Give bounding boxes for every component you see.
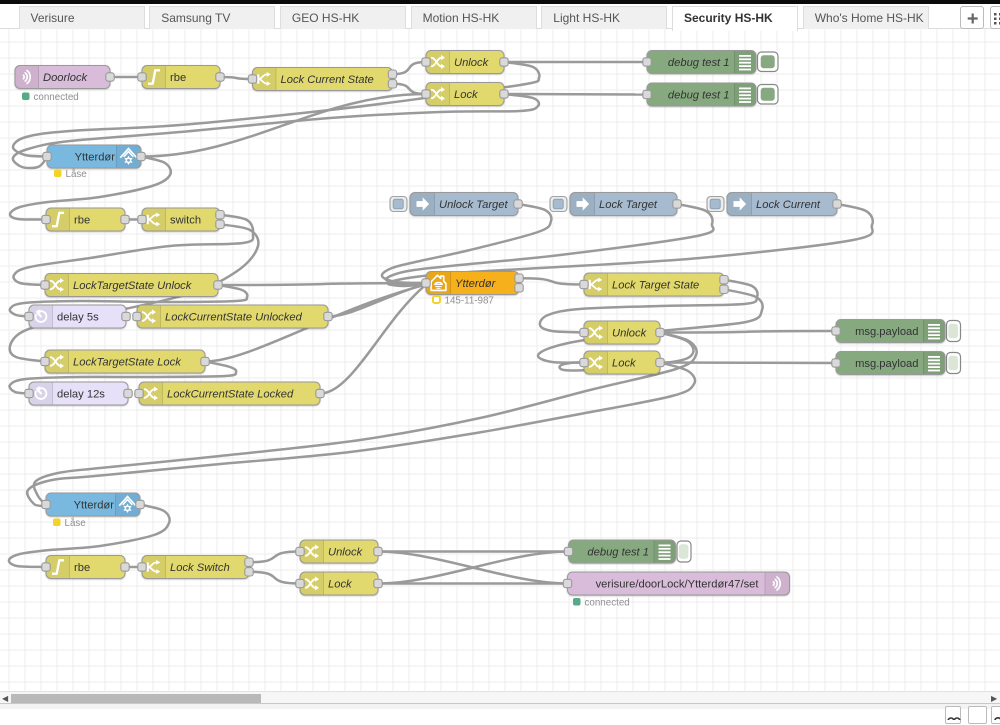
svg-text:Ytterdør: Ytterdør xyxy=(74,499,115,511)
svg-text:delay 5s: delay 5s xyxy=(57,311,99,323)
svg-text:Låse: Låse xyxy=(65,518,87,529)
svg-text:145-11-987: 145-11-987 xyxy=(445,295,494,306)
svg-text:Unlock: Unlock xyxy=(612,327,648,339)
svg-text:rbe: rbe xyxy=(74,562,90,574)
svg-text:Lock Current State: Lock Current State xyxy=(281,74,374,86)
svg-text:Unlock: Unlock xyxy=(328,546,364,558)
svg-text:connected: connected xyxy=(34,92,79,103)
svg-text:Unlock: Unlock xyxy=(454,57,490,69)
svg-text:debug test 1: debug test 1 xyxy=(668,89,730,101)
svg-text:switch: switch xyxy=(170,214,201,226)
svg-text:Doorlock: Doorlock xyxy=(43,72,89,84)
svg-text:Lock Target State: Lock Target State xyxy=(612,279,699,291)
svg-text:Ytterdør: Ytterdør xyxy=(75,151,116,163)
svg-text:Låse: Låse xyxy=(66,169,88,180)
svg-text:Lock Target: Lock Target xyxy=(599,199,658,211)
svg-text:connected: connected xyxy=(585,597,630,608)
svg-text:delay 12s: delay 12s xyxy=(57,388,105,400)
svg-text:msg.payload: msg.payload xyxy=(855,358,918,370)
svg-text:Lock Switch: Lock Switch xyxy=(170,562,230,574)
svg-text:verisure/doorLock/Ytterdør47/s: verisure/doorLock/Ytterdør47/set xyxy=(596,578,760,590)
svg-text:debug test 1: debug test 1 xyxy=(668,57,730,69)
svg-text:rbe: rbe xyxy=(74,214,90,226)
svg-text:Lock Current: Lock Current xyxy=(756,199,821,211)
svg-text:Ytterdør: Ytterdør xyxy=(455,278,497,290)
svg-text:LockCurrentState Unlocked: LockCurrentState Unlocked xyxy=(165,311,303,323)
svg-text:LockCurrentState Locked: LockCurrentState Locked xyxy=(167,388,294,400)
svg-text:msg.payload: msg.payload xyxy=(855,326,918,338)
svg-text:Lock: Lock xyxy=(612,357,637,369)
svg-text:Lock: Lock xyxy=(328,578,353,590)
svg-text:Unlock Target: Unlock Target xyxy=(439,199,509,211)
svg-text:LockTargetState Lock: LockTargetState Lock xyxy=(73,356,182,368)
svg-text:Lock: Lock xyxy=(454,89,479,101)
svg-text:rbe: rbe xyxy=(170,72,186,84)
svg-text:debug test 1: debug test 1 xyxy=(587,546,649,558)
svg-text:LockTargetState Unlock: LockTargetState Unlock xyxy=(73,280,193,292)
